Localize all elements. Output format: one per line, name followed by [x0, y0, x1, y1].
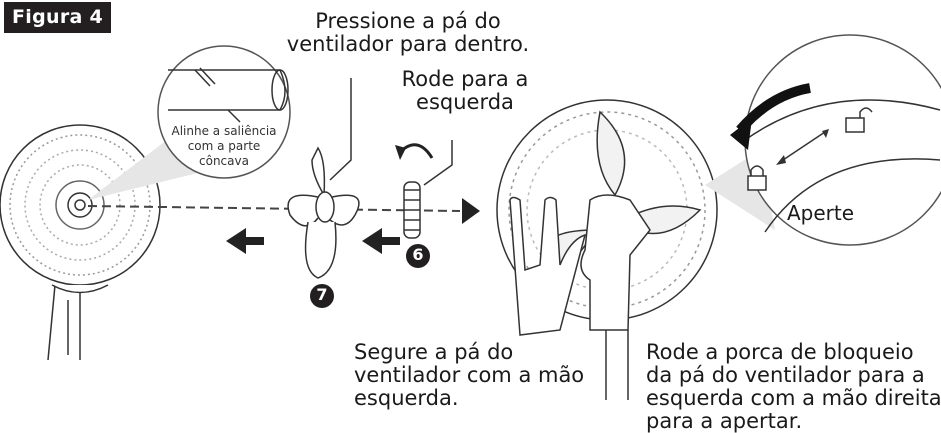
caption-rotate: Rode para a esquerda: [380, 68, 550, 114]
caption-align-line3: côncava: [199, 154, 249, 168]
caption-lock: Rode a porca de bloqueio da pá do ventil…: [646, 341, 941, 433]
figure-label: Figura 4: [4, 2, 112, 33]
axis-dashed-line: [87, 205, 461, 212]
caption-lock-line2: da pá do ventilador para a: [646, 363, 925, 387]
caption-align-line2: com a parte: [187, 139, 261, 153]
rotate-left-icon: [398, 143, 434, 159]
lock-nut: [403, 181, 421, 239]
leader-rotate: [423, 140, 453, 186]
step-6-number: 6: [412, 245, 424, 264]
caption-align-line1: Alinhe a saliência: [171, 124, 277, 138]
arrow-left-icon-2: [362, 228, 400, 254]
caption-lock-line4: para a apertar.: [646, 409, 803, 433]
caption-hold-line3: esquerda.: [354, 386, 459, 410]
caption-align: Alinhe a saliência com a parte côncava: [168, 124, 280, 169]
caption-hold-line1: Segure a pá do: [354, 340, 514, 364]
step-7-number: 7: [316, 285, 328, 304]
step-7-badge: [310, 284, 334, 308]
fan-stand-left: [47, 284, 109, 361]
magnifier-right: [705, 34, 941, 246]
fan-blade-part: [287, 146, 360, 279]
caption-rotate-line2: esquerda: [416, 90, 514, 114]
magnifier-left: [88, 45, 291, 200]
caption-tighten: Aperte: [787, 201, 855, 225]
arrow-right-icon: [462, 198, 480, 224]
hands-illustration: [509, 194, 651, 336]
caption-press-line1: Pressione a pá do: [315, 9, 501, 33]
lock-open-icon: [845, 117, 865, 133]
caption-lock-line3: esquerda com a mão direita: [646, 386, 941, 410]
caption-hold-line2: ventilador com a mão: [354, 363, 585, 387]
lock-closed-icon: [747, 175, 767, 191]
caption-press: Pressione a pá do ventilador para dentro…: [258, 10, 558, 56]
leader-press: [329, 78, 352, 181]
arrow-left-icon: [226, 228, 264, 254]
caption-press-line2: ventilador para dentro.: [286, 32, 530, 56]
caption-hold: Segure a pá do ventilador com a mão esqu…: [354, 341, 614, 410]
caption-rotate-line1: Rode para a: [401, 67, 529, 91]
fan-cage-left: [0, 124, 161, 286]
step-6-badge: [406, 244, 430, 268]
caption-lock-line1: Rode a porca de bloqueio: [646, 340, 914, 364]
